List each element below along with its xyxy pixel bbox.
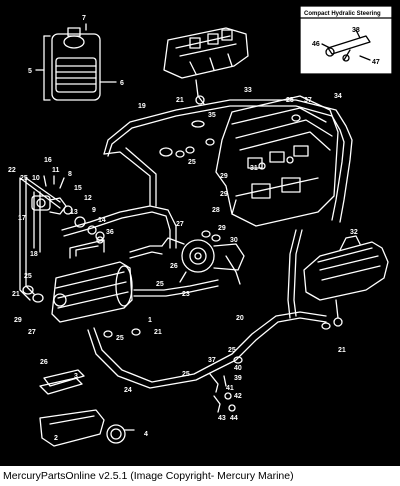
label-19: 19 (138, 103, 146, 110)
label-32: 32 (350, 229, 358, 236)
copyright-caption: MercuryPartsOnline v2.5.1 (Image Copyrig… (3, 470, 294, 482)
label-43: 42 (234, 393, 242, 400)
part-labels: 7 5 6 19 21 35 33 25 37 34 25 31 29 29 2… (8, 15, 358, 442)
label-13: 13 (70, 209, 78, 216)
inset-title: Compact Hydralic Steering (304, 11, 381, 17)
label-25-top-left: 25 (20, 175, 28, 182)
label-20: 20 (236, 315, 244, 322)
label-5: 5 (28, 68, 32, 75)
exhaust-manifold (163, 27, 249, 105)
label-8: 8 (68, 171, 72, 178)
label-28: 28 (212, 207, 220, 214)
label-21-top: 21 (176, 97, 184, 104)
bottom-hose (87, 229, 327, 389)
label-9: 9 (92, 207, 96, 214)
label-6: 6 (120, 80, 124, 87)
label-29-a: 29 (220, 173, 228, 180)
label-26-bottom: 26 (40, 359, 48, 366)
heat-exchanger (51, 239, 133, 323)
label-25-c: 25 (156, 281, 164, 288)
label-25-d: 25 (228, 347, 236, 354)
label-41: 40 (234, 365, 242, 372)
label-16: 16 (44, 157, 52, 164)
steering-cooler (303, 235, 389, 327)
inset-label-47: 47 (372, 59, 380, 66)
fitting-36 (95, 231, 105, 241)
label-17: 17 (18, 215, 26, 222)
label-21-left: 21 (12, 291, 20, 298)
top-hose (103, 99, 353, 223)
parts-diagram: 7 5 6 19 21 35 33 25 37 34 25 31 29 29 2… (0, 0, 400, 466)
label-22: 22 (8, 167, 16, 174)
small-hardware (209, 373, 236, 413)
label-25-mid: 25 (188, 159, 196, 166)
inset-label-46: 46 (312, 41, 320, 48)
label-31: 31 (250, 165, 258, 172)
label-35: 35 (208, 112, 216, 119)
label-36: 36 (106, 229, 114, 236)
gaskets-and-hose (39, 369, 135, 447)
label-14: 14 (98, 217, 106, 224)
inset-label-38: 38 (352, 27, 360, 34)
water-pump (161, 237, 245, 285)
label-21-right: 21 (338, 347, 346, 354)
label-45: 44 (230, 415, 238, 422)
label-15: 15 (74, 185, 82, 192)
label-25-left: 25 (24, 273, 32, 280)
label-39: 37 (208, 357, 216, 364)
inset-labels: Compact Hydralic Steering 38 46 47 (304, 11, 381, 66)
middle-hoses (61, 147, 219, 297)
label-30: 30 (230, 237, 238, 244)
hose-clamps (22, 114, 331, 364)
label-2: 2 (54, 435, 58, 442)
label-11: 11 (52, 167, 60, 174)
label-7: 7 (82, 15, 86, 22)
label-25-f: 25 (116, 335, 124, 342)
label-24: 24 (124, 387, 132, 394)
label-34: 34 (334, 93, 342, 100)
label-27-bottom: 27 (28, 329, 36, 336)
coolant-reservoir (35, 23, 117, 101)
label-29-b: 29 (220, 191, 228, 198)
label-1: 1 (148, 317, 152, 324)
thermostat-housing (31, 175, 104, 244)
label-29-bottom: 29 (14, 317, 22, 324)
label-26-mid: 26 (170, 263, 178, 270)
label-25-e: 25 (182, 371, 190, 378)
exploded-view-svg: 7 5 6 19 21 35 33 25 37 34 25 31 29 29 2… (8, 5, 393, 447)
hydraulic-steering-inset (299, 5, 393, 75)
engine-block (215, 95, 339, 227)
label-21-mid: 21 (154, 329, 162, 336)
label-23: 23 (182, 291, 190, 298)
label-4: 4 (144, 431, 148, 438)
label-37: 37 (304, 97, 312, 104)
label-44: 43 (218, 415, 226, 422)
label-10: 10 (32, 175, 40, 182)
label-25-top: 25 (286, 97, 294, 104)
label-12: 12 (84, 195, 92, 202)
label-42: 41 (226, 385, 234, 392)
label-40: 39 (234, 375, 242, 382)
label-27-mid: 27 (176, 221, 184, 228)
label-3: 3 (74, 373, 78, 380)
label-29-c: 29 (218, 225, 226, 232)
label-18: 18 (30, 251, 38, 258)
label-33: 33 (244, 87, 252, 94)
